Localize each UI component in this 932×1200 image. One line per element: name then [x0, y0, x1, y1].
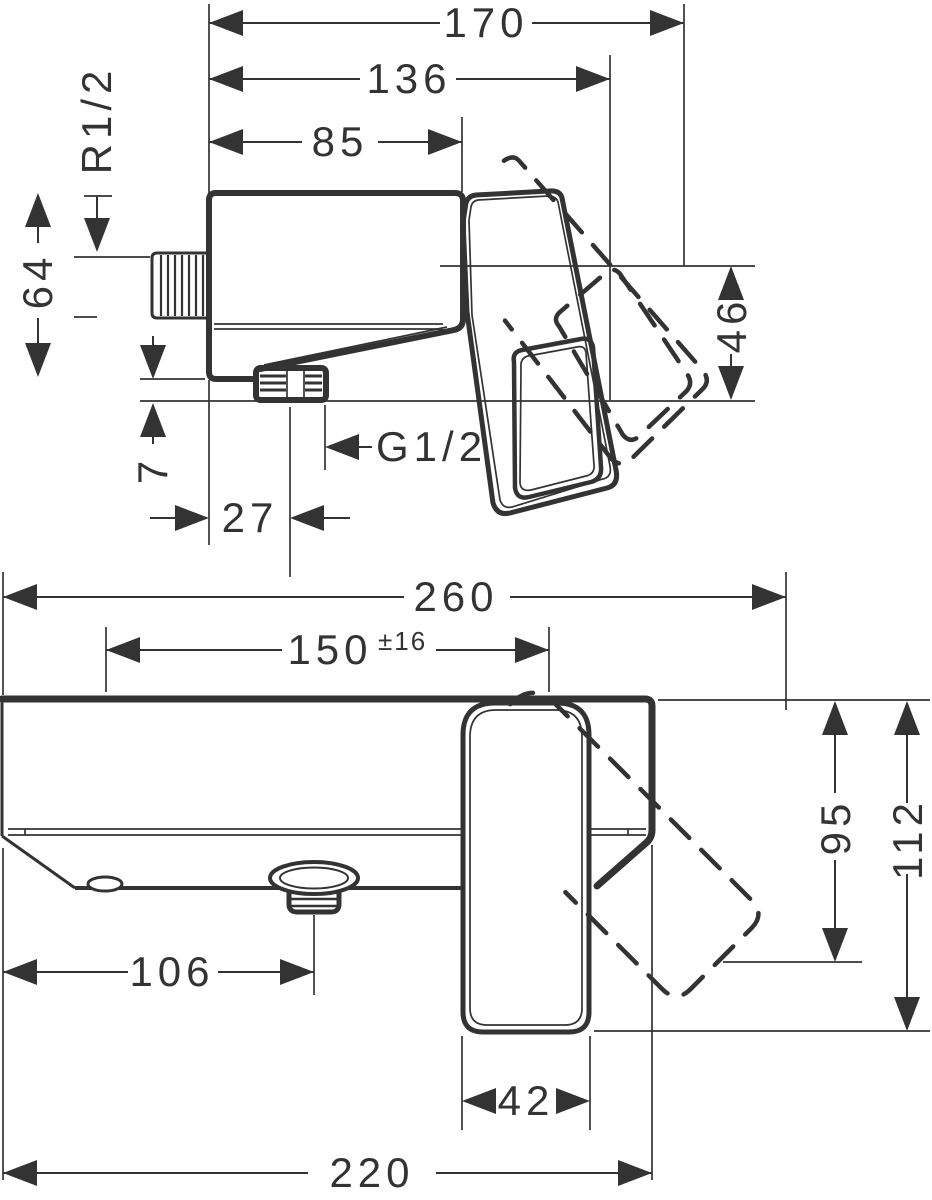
dim-label-260: 260: [413, 573, 498, 620]
outlet-fitting: [253, 365, 329, 403]
dim-label-95: 95: [812, 799, 859, 856]
dim-label-outlet-thread: G1/2: [376, 423, 487, 470]
handle: [460, 188, 620, 516]
dim-label-220: 220: [329, 1149, 414, 1196]
bottom-view-dimensions: 260 150 ±16 95 112 106: [3, 573, 931, 1196]
inlet-thread-hatching: [159, 255, 205, 316]
handle-alt-position-dashed-bottom: [508, 690, 761, 999]
dim-label-136: 136: [366, 55, 451, 102]
dim-label-112: 112: [884, 798, 931, 880]
dim-label-106: 106: [129, 948, 214, 995]
handle-grip-hole: [511, 336, 604, 500]
dim-label-64: 64: [14, 253, 61, 310]
handle-alt-position-dashed: [501, 155, 710, 466]
dim-label-46: 46: [708, 297, 755, 354]
bottom-view: 260 150 ±16 95 112 106: [0, 572, 931, 1196]
top-view: 170 136 85 R1/2 64: [14, 0, 755, 577]
escutcheon-line: [8, 828, 646, 836]
dim-label-27: 27: [222, 494, 279, 541]
inlet-connector: [150, 251, 209, 320]
dim-label-7: 7: [129, 456, 176, 484]
handle-bottom: [460, 700, 592, 1035]
dim-label-170: 170: [443, 0, 528, 46]
dim-label-tolerance: ±16: [378, 626, 427, 656]
faucet-body-bottom: [0, 695, 656, 893]
bottom-view-extension-lines: [2, 572, 930, 1180]
dim-label-inlet-thread: R1/2: [73, 66, 120, 175]
aerator: [268, 860, 360, 915]
dim-label-42: 42: [498, 1077, 555, 1124]
faucet-body: [206, 190, 466, 382]
screw-hole: [86, 875, 124, 893]
dim-label-85: 85: [312, 118, 369, 165]
top-view-dimensions: 170 136 85 R1/2 64: [14, 0, 755, 541]
dim-label-150: 150: [287, 626, 372, 673]
